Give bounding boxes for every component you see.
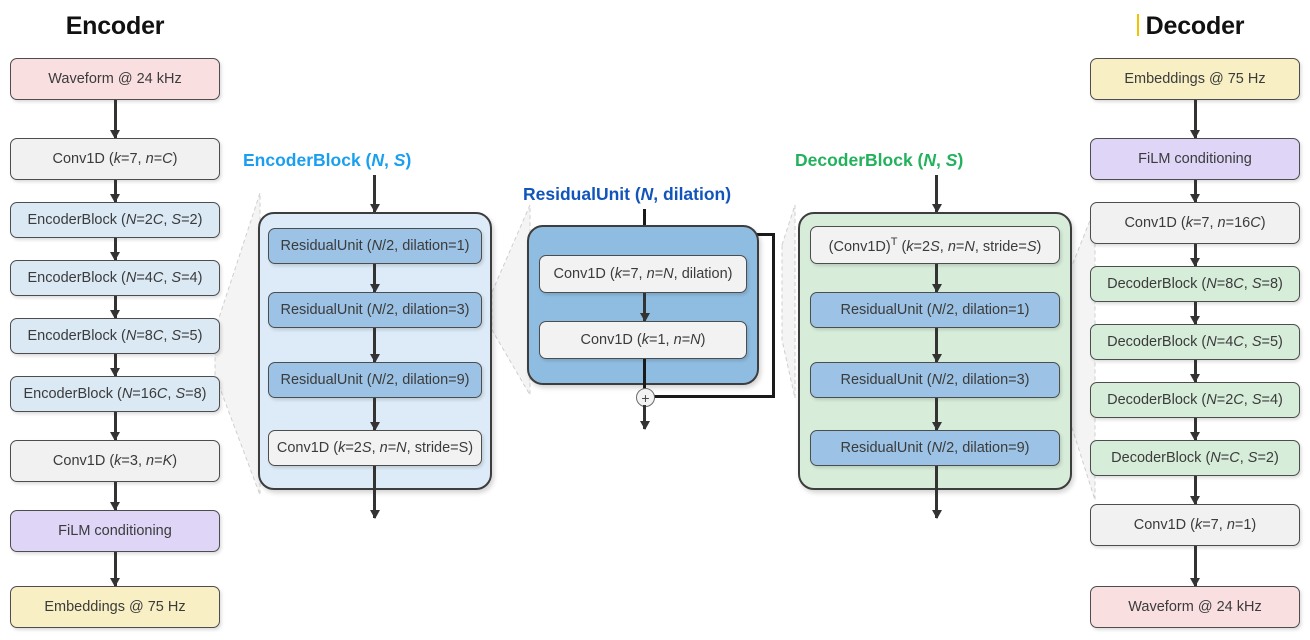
arrow-decpanel-in bbox=[935, 175, 938, 212]
decoder-block-residual-3: ResidualUnit (N/2, dilation=3) bbox=[810, 362, 1060, 398]
arrow-decpanel-0 bbox=[935, 264, 938, 292]
encoder-block-panel-title: EncoderBlock (N, S) bbox=[243, 150, 412, 170]
text-cursor-artifact bbox=[1137, 14, 1139, 36]
arrow-encpanel-2 bbox=[373, 398, 376, 430]
encoder-node-waveform: Waveform @ 24 kHz bbox=[10, 58, 220, 100]
arrow-enc-0 bbox=[113, 100, 117, 138]
arrow-enc-6 bbox=[113, 482, 117, 510]
node-label: FiLM conditioning bbox=[1138, 151, 1252, 167]
arrow-decpanel-out bbox=[935, 466, 938, 518]
encoder-node-block-16c: EncoderBlock (N=16C, S=8) bbox=[10, 376, 220, 412]
arrow-enc-2 bbox=[113, 238, 117, 260]
decoder-node-embeddings: Embeddings @ 75 Hz bbox=[1090, 58, 1300, 100]
arrow-enc-7 bbox=[113, 552, 117, 586]
plus-glyph: + bbox=[641, 389, 650, 406]
node-label: Conv1D (k=1, n=N) bbox=[580, 332, 706, 348]
node-label: Conv1D (k=7, n=C) bbox=[52, 151, 178, 167]
decoder-node-waveform: Waveform @ 24 kHz bbox=[1090, 586, 1300, 628]
decoder-heading: Decoder bbox=[1145, 12, 1245, 40]
residual-skip-vertical-right bbox=[772, 233, 775, 398]
arrow-decpanel-1 bbox=[935, 328, 938, 362]
arrow-respanel-0 bbox=[643, 293, 646, 321]
decoder-node-block-8c: DecoderBlock (N=8C, S=8) bbox=[1090, 266, 1300, 302]
arrow-dec-7 bbox=[1193, 546, 1197, 586]
arrow-dec-4 bbox=[1193, 360, 1197, 382]
decoder-node-conv1: Conv1D (k=7, n=16C) bbox=[1090, 202, 1300, 244]
node-label: Conv1D (k=2S, n=N, stride=S) bbox=[276, 440, 474, 456]
node-label: Conv1D (k=7, n=1) bbox=[1133, 517, 1257, 533]
residual-unit-conv-pointwise: Conv1D (k=1, n=N) bbox=[539, 321, 747, 359]
encoder-block-residual-3: ResidualUnit (N/2, dilation=3) bbox=[268, 292, 482, 328]
node-label: EncoderBlock (N=8C, S=5) bbox=[27, 328, 203, 344]
encoder-block-residual-1: ResidualUnit (N/2, dilation=1) bbox=[268, 228, 482, 264]
arrow-dec-2 bbox=[1193, 244, 1197, 266]
decoder-block-transconv: (Conv1D)T (k=2S, n=N, stride=S) bbox=[810, 226, 1060, 264]
node-label: Embeddings @ 75 Hz bbox=[1124, 71, 1266, 87]
arrow-dec-6 bbox=[1193, 476, 1197, 504]
node-label: ResidualUnit (N/2, dilation=9) bbox=[280, 372, 470, 388]
residual-skip-top bbox=[643, 209, 646, 235]
arrow-encpanel-out bbox=[373, 466, 376, 518]
node-label: ResidualUnit (N/2, dilation=3) bbox=[840, 372, 1030, 388]
decoder-node-conv2: Conv1D (k=7, n=1) bbox=[1090, 504, 1300, 546]
decoder-node-film: FiLM conditioning bbox=[1090, 138, 1300, 180]
arrow-enc-5 bbox=[113, 412, 117, 440]
encoder-block-residual-9: ResidualUnit (N/2, dilation=9) bbox=[268, 362, 482, 398]
node-label: EncoderBlock (N=2C, S=2) bbox=[27, 212, 203, 228]
node-label: Embeddings @ 75 Hz bbox=[44, 599, 186, 615]
decoder-node-block-4c: DecoderBlock (N=4C, S=5) bbox=[1090, 324, 1300, 360]
residual-unit-conv-dilated: Conv1D (k=7, n=N, dilation) bbox=[539, 255, 747, 293]
decoder-block-panel-title: DecoderBlock (N, S) bbox=[795, 150, 964, 170]
arrow-enc-4 bbox=[113, 354, 117, 376]
node-label: Waveform @ 24 kHz bbox=[48, 71, 182, 87]
node-label: FiLM conditioning bbox=[58, 523, 172, 539]
arrow-dec-5 bbox=[1193, 418, 1197, 440]
node-label: DecoderBlock (N=8C, S=8) bbox=[1107, 276, 1283, 292]
node-label: Conv1D (k=7, n=N, dilation) bbox=[553, 266, 733, 282]
decoder-node-block-2c: DecoderBlock (N=2C, S=4) bbox=[1090, 382, 1300, 418]
arrow-dec-0 bbox=[1193, 100, 1197, 138]
node-label: (Conv1D)T (k=2S, n=N, stride=S) bbox=[828, 235, 1042, 255]
residual-main-to-plus bbox=[643, 359, 646, 389]
arrow-encpanel-in bbox=[373, 175, 376, 212]
residual-unit-panel-title: ResidualUnit (N, dilation) bbox=[523, 184, 732, 204]
arrow-respanel-out bbox=[643, 405, 646, 429]
arrow-dec-3 bbox=[1193, 302, 1197, 324]
arrow-decpanel-2 bbox=[935, 398, 938, 430]
encoder-node-block-4c: EncoderBlock (N=4C, S=4) bbox=[10, 260, 220, 296]
arrow-encpanel-1 bbox=[373, 328, 376, 362]
node-label: ResidualUnit (N/2, dilation=3) bbox=[280, 302, 470, 318]
encoder-node-film: FiLM conditioning bbox=[10, 510, 220, 552]
node-label: Waveform @ 24 kHz bbox=[1128, 599, 1262, 615]
node-label: EncoderBlock (N=16C, S=8) bbox=[23, 386, 207, 402]
node-label: ResidualUnit (N/2, dilation=1) bbox=[280, 238, 470, 254]
decoder-block-residual-9: ResidualUnit (N/2, dilation=9) bbox=[810, 430, 1060, 466]
decoder-node-block-c: DecoderBlock (N=C, S=2) bbox=[1090, 440, 1300, 476]
residual-skip-horizontal-bottom bbox=[652, 395, 775, 398]
arrow-enc-1 bbox=[113, 180, 117, 202]
node-label: ResidualUnit (N/2, dilation=9) bbox=[840, 440, 1030, 456]
arrow-enc-3 bbox=[113, 296, 117, 318]
encoder-node-embeddings: Embeddings @ 75 Hz bbox=[10, 586, 220, 628]
encoder-heading: Encoder bbox=[65, 12, 165, 40]
encoder-block-conv: Conv1D (k=2S, n=N, stride=S) bbox=[268, 430, 482, 466]
node-label: Conv1D (k=3, n=K) bbox=[52, 453, 178, 469]
node-label: Conv1D (k=7, n=16C) bbox=[1124, 215, 1266, 231]
node-label: DecoderBlock (N=4C, S=5) bbox=[1107, 334, 1283, 350]
encoder-node-conv2: Conv1D (k=3, n=K) bbox=[10, 440, 220, 482]
encoder-node-block-8c: EncoderBlock (N=8C, S=5) bbox=[10, 318, 220, 354]
arrow-dec-1 bbox=[1193, 180, 1197, 202]
node-label: EncoderBlock (N=4C, S=4) bbox=[27, 270, 203, 286]
node-label: DecoderBlock (N=C, S=2) bbox=[1111, 450, 1279, 466]
encoder-node-block-2c: EncoderBlock (N=2C, S=2) bbox=[10, 202, 220, 238]
node-label: DecoderBlock (N=2C, S=4) bbox=[1107, 392, 1283, 408]
decoder-block-residual-1: ResidualUnit (N/2, dilation=1) bbox=[810, 292, 1060, 328]
arrow-encpanel-0 bbox=[373, 264, 376, 292]
encoder-node-conv1: Conv1D (k=7, n=C) bbox=[10, 138, 220, 180]
node-label: ResidualUnit (N/2, dilation=1) bbox=[840, 302, 1030, 318]
